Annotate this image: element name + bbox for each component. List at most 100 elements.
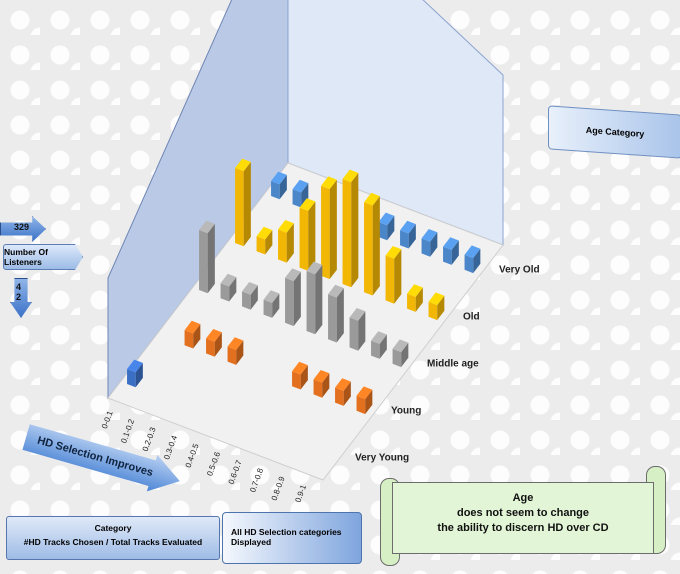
category-box: Category #HD Tracks Chosen / Total Track… [6,516,220,560]
bar-side [279,174,287,200]
age-category-label: Age Category [548,105,680,159]
x-tick-label: 0.2-0.3 [141,426,158,453]
bar-top [227,337,244,350]
y-axis-label: Number Of Listeners [3,244,83,270]
bar-top [127,359,143,373]
bar-side [430,232,438,257]
bar-top [321,176,337,190]
bar-front [242,291,251,310]
bar-top [392,339,409,353]
bar-top [428,292,445,306]
bar-top [263,290,280,303]
bar-top [443,237,459,250]
x-tick-label: 0.1-0.2 [119,417,136,444]
bar-front [364,202,373,296]
bar-side [358,311,366,351]
bar-side [473,248,481,274]
bar-top [335,378,351,391]
bar-front [227,346,237,365]
bar-front [184,330,194,349]
bar-front [285,277,294,327]
bar-side [207,223,215,294]
bar-side [387,215,395,241]
bar-top [278,220,294,233]
x-tick-label: 0.5-0.6 [205,450,222,477]
bar-front [328,294,337,343]
bar-front [278,229,287,263]
category-subtitle: #HD Tracks Chosen / Total Tracks Evaluat… [23,537,203,547]
x-tick-label: 0.9-1 [293,483,308,504]
bar-front [220,283,230,302]
bar-top [235,158,251,172]
note-line-1: Age [512,492,534,504]
note-line-2: does not seem to change [456,507,590,519]
bar-top [421,229,438,242]
bar-front [400,230,409,249]
bar-side [293,271,301,327]
bar-side [229,277,237,302]
bar-side [365,389,373,415]
bar-front [299,207,309,271]
bar-side [437,295,445,321]
bar-top [299,198,316,211]
bar-front [127,369,136,388]
bar-top [242,282,258,295]
bar-top [285,268,301,282]
bar-top [292,179,309,193]
bar-front [321,185,330,280]
note-text: Age does not seem to change the ability … [392,482,654,554]
x-tick-label: 0.6-0.7 [227,458,244,485]
bar-front [407,293,416,312]
bar-top [349,308,366,321]
bar-front [356,395,366,415]
bar-side [401,342,409,368]
bar-front [235,168,244,247]
bar-side [243,161,251,247]
series-label: Very Old [499,265,540,276]
bar-top [356,386,373,400]
series-label: Young [391,406,421,417]
bar-front [292,189,302,208]
bar-side [214,332,222,357]
bar-top [220,273,237,287]
bar-front [464,254,474,274]
bar-side [301,183,309,208]
bar-top [313,370,330,383]
bar-front [392,348,402,368]
bar-side [286,223,294,263]
bar-front [313,379,323,398]
bar-side [308,201,316,271]
bar-side [250,285,258,310]
bar-top [199,220,215,234]
bar-top [206,329,222,342]
bar-top [342,169,359,183]
bar-top [364,192,380,206]
bar-front [271,181,280,200]
category-title: Category [94,523,132,533]
all-categories-box: All HD Selection categories Displayed [222,512,362,564]
bar-front [371,340,380,359]
series-label: Old [463,312,480,323]
bar-side [451,240,459,265]
bar-side [379,334,387,359]
bar-front [206,338,215,357]
bar-top [407,284,423,297]
bar-front [349,317,359,351]
y-bottom-label-1: 4 [16,282,22,292]
bar-side [336,288,344,343]
bar-front [306,271,316,335]
bar-front [378,222,388,241]
series-label: Very Young [355,453,409,464]
y-top-label: 329 [14,222,30,232]
series-label: Middle age [427,359,479,370]
bar-front [292,371,301,390]
bar-top [464,245,481,259]
bar-side [408,224,416,249]
bar-top [256,226,273,240]
bar-side [272,293,280,318]
bar-front [428,301,438,321]
bar-top [378,212,395,226]
bar-top [371,331,387,344]
bar-side [135,362,143,388]
note-line-3: the ability to discern HD over CD [437,522,609,534]
